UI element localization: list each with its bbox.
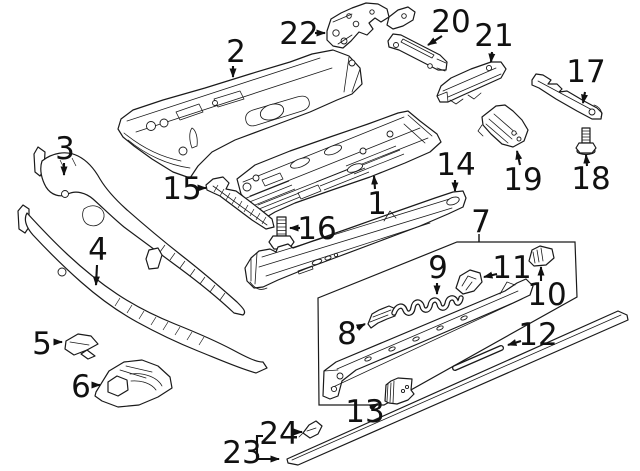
part-23-molding-strip	[286, 310, 629, 466]
callout-3-label: 3	[55, 131, 75, 167]
part-19-bracket	[477, 104, 529, 148]
callout-9: 9	[428, 250, 448, 295]
part-16-bolt	[268, 216, 295, 250]
callout-13-label: 13	[345, 394, 384, 430]
callout-15-label: 15	[162, 171, 201, 207]
callout-12-arrow	[507, 339, 522, 347]
callout-7: 7	[471, 204, 491, 242]
callout-8-arrow	[355, 323, 366, 331]
part-1-floor-pan	[236, 110, 442, 219]
callout-20-label: 20	[431, 4, 470, 40]
callout-2: 2	[226, 34, 246, 78]
callout-10-label: 10	[527, 277, 566, 313]
callout-12: 12	[507, 317, 558, 353]
callout-24: 24	[259, 416, 303, 452]
callout-1-label: 1	[367, 186, 387, 222]
callout-4-label: 4	[88, 232, 108, 268]
callout-6: 6	[71, 369, 101, 405]
callout-8: 8	[337, 316, 366, 352]
part-2-floor-panel-front	[117, 49, 363, 179]
callout-2-label: 2	[226, 34, 246, 70]
part-20-rail	[387, 33, 448, 72]
part-18-bolt	[575, 127, 597, 156]
callout-10: 10	[527, 266, 567, 313]
callout-23-label: 23	[222, 435, 261, 471]
callout-1: 1	[367, 175, 387, 222]
callout-5-label: 5	[32, 326, 52, 362]
part-22-bracket	[326, 2, 416, 49]
callout-13: 13	[345, 394, 384, 430]
callout-6-label: 6	[71, 369, 91, 405]
callout-18: 18	[571, 154, 611, 197]
callout-18-arrow	[583, 154, 591, 167]
callout-21-arrow	[488, 51, 496, 63]
callout-21: 21	[474, 18, 514, 63]
callout-14-label: 14	[436, 147, 475, 183]
callout-22-label: 22	[279, 16, 318, 52]
callout-11: 11	[483, 250, 532, 286]
callout-7-label: 7	[471, 204, 491, 240]
callout-4: 4	[88, 232, 108, 286]
callout-24-label: 24	[259, 416, 298, 452]
callout-14: 14	[436, 147, 476, 192]
callout-23-bracket-arrow	[255, 434, 280, 463]
part-14-rocker-panel	[244, 190, 467, 290]
part-21-rail	[436, 61, 507, 105]
part-11-clip	[455, 269, 483, 295]
callout-19-label: 19	[503, 162, 542, 198]
callout-17: 17	[566, 54, 606, 104]
callout-19: 19	[503, 150, 543, 198]
callout-9-label: 9	[428, 250, 448, 286]
part-13-bracket	[384, 377, 415, 405]
callout-11-arrow	[483, 271, 498, 279]
callout-21-label: 21	[474, 18, 513, 54]
callout-18-label: 18	[571, 161, 610, 197]
callout-4-arrow	[92, 264, 100, 286]
part-6-bracket	[94, 359, 173, 408]
callout-3: 3	[55, 131, 75, 176]
callout-13-arrow	[368, 403, 379, 411]
callout-20: 20	[427, 4, 471, 46]
callout-11-label: 11	[492, 250, 531, 286]
callout-15: 15	[162, 171, 207, 207]
callout-23: 23	[222, 434, 280, 471]
part-7-rocker-inner-rail	[322, 278, 534, 400]
part-4-side-member	[17, 204, 268, 374]
part-24-clip	[298, 420, 323, 439]
callout-1-arrow	[371, 175, 379, 190]
part-5-bracket	[64, 333, 99, 360]
part-3-side-member	[33, 146, 246, 316]
callout-16-label: 16	[297, 211, 336, 247]
callout-22: 22	[279, 16, 326, 52]
part-10-clip	[528, 245, 555, 267]
callout-5: 5	[32, 326, 63, 362]
part-7-assembly-box	[317, 241, 578, 406]
part-8-clip	[367, 305, 397, 329]
callout-8-label: 8	[337, 316, 357, 352]
callout-17-label: 17	[566, 54, 605, 90]
callout-12-label: 12	[518, 317, 557, 353]
callout-20-arrow	[427, 35, 443, 46]
callout-19-arrow	[515, 150, 523, 166]
callout-17-arrow	[581, 91, 588, 104]
part-15-rail	[205, 176, 275, 230]
callout-16: 16	[289, 211, 337, 247]
part-12-strip	[452, 345, 504, 371]
part-9-retainer-strip	[391, 295, 464, 316]
